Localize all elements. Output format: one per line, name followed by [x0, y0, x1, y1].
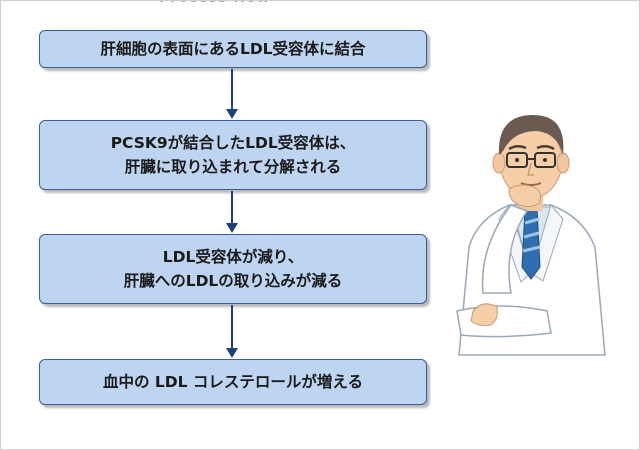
flow-arrow-3-line [231, 305, 233, 348]
flow-step-3: LDL受容体が減り、 肝臓へのLDLの取り込みが減る [39, 234, 427, 304]
flow-step-4-line-1: 血中の LDL コレステロールが増える [103, 373, 363, 391]
flow-arrow-3-head [226, 348, 238, 358]
flow-step-1: 肝細胞の表面にあるLDL受容体に結合 [39, 30, 427, 68]
top-cropped-text: Process flow [159, 1, 319, 8]
flow-step-4: 血中の LDL コレステロールが増える [39, 359, 427, 405]
flow-step-2-line-1: PCSK9が結合したLDL受容体は、 [110, 134, 356, 152]
flow-arrow-2-head [226, 223, 238, 233]
flow-step-1-line-1: 肝細胞の表面にあるLDL受容体に結合 [100, 40, 366, 58]
flow-arrow-3 [223, 305, 241, 358]
flow-step-3-line-2: 肝臓へのLDLの取り込みが減る [123, 272, 343, 290]
flow-arrow-1 [223, 69, 241, 119]
flow-arrow-1-line [231, 69, 233, 109]
flow-arrow-1-head [226, 109, 238, 119]
flow-step-2: PCSK9が結合したLDL受容体は、 肝臓に取り込まれて分解される [39, 120, 427, 190]
doctor-thinking-illustration [456, 115, 606, 356]
flow-arrow-2-line [231, 191, 233, 223]
flow-step-3-line-1: LDL受容体が減り、 [162, 248, 304, 266]
flow-arrow-2 [223, 191, 241, 233]
flow-step-2-line-2: 肝臓に取り込まれて分解される [124, 158, 342, 176]
